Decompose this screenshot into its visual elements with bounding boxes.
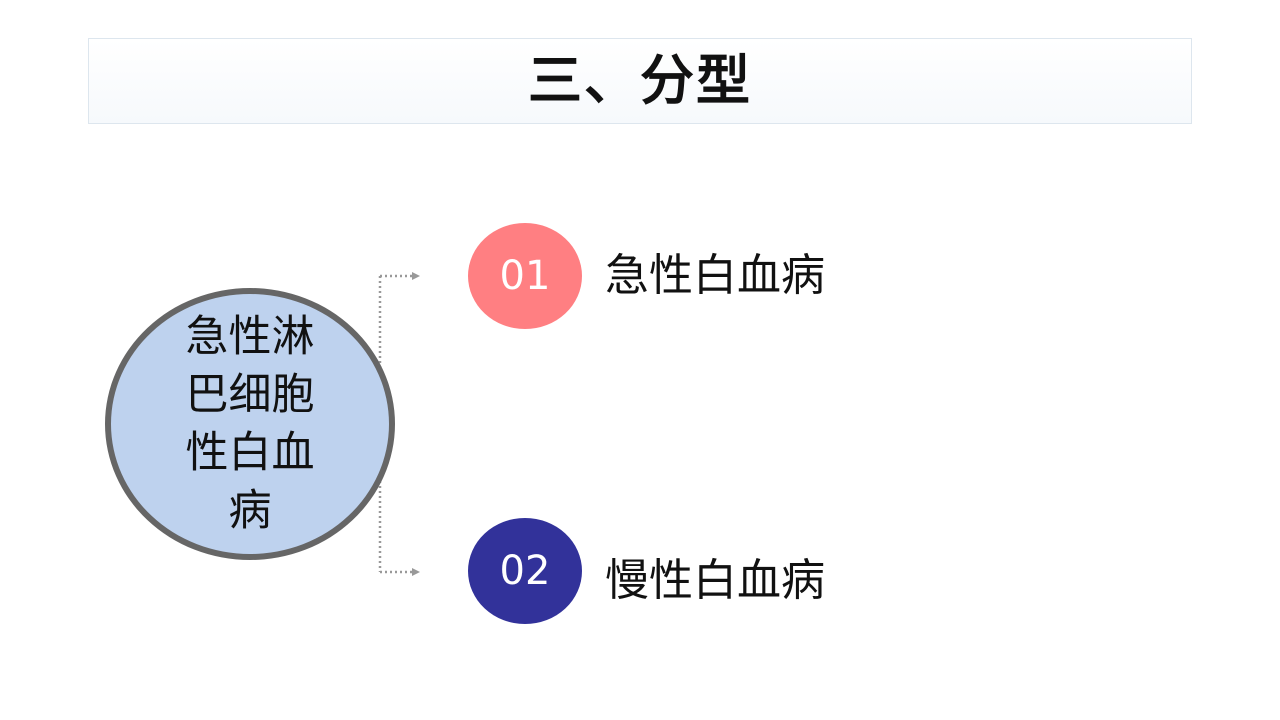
item-01-label: 急性白血病 <box>605 250 825 301</box>
item-02-number: 02 <box>499 548 551 594</box>
item-02-label: 慢性白血病 <box>605 555 825 606</box>
item-01-number: 01 <box>499 253 551 299</box>
item-02-badge: 02 <box>468 518 582 624</box>
slide-title: 三、分型 <box>528 49 752 112</box>
center-node: 急性淋巴细胞性白血病 <box>105 288 395 560</box>
title-bar: 三、分型 <box>88 38 1192 124</box>
center-node-label: 急性淋巴细胞性白血病 <box>185 312 315 536</box>
item-01-badge: 01 <box>468 223 582 329</box>
